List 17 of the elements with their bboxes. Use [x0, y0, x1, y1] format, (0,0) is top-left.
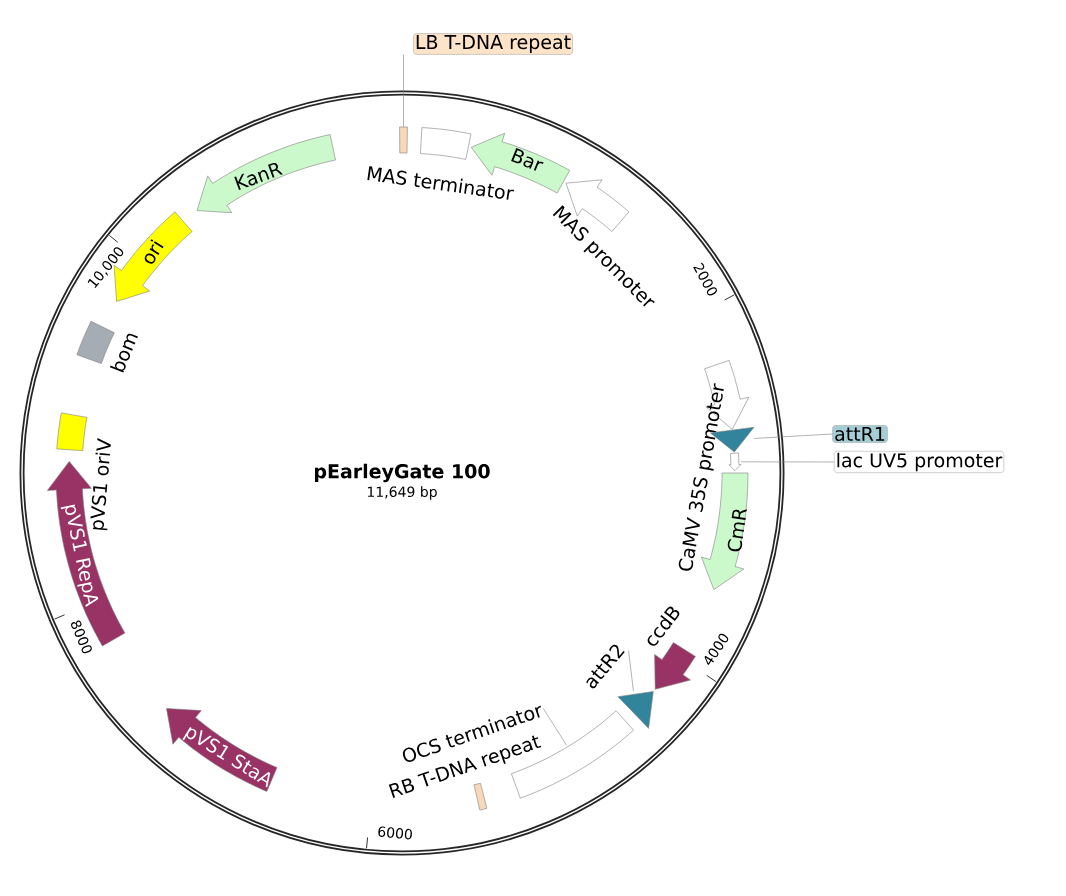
feature-box — [399, 126, 408, 154]
leader-line — [628, 650, 634, 692]
leader-line — [753, 433, 833, 439]
feature-block — [728, 452, 742, 471]
feature-box: bom — [76, 321, 138, 373]
feature-block: KanR — [196, 134, 336, 213]
plasmid-size: 11,649 bp — [367, 486, 437, 500]
leader-line — [403, 54, 404, 128]
leader-line — [740, 461, 835, 463]
label-box: LB T-DNA repeat — [413, 33, 573, 55]
plasmid-name: pEarleyGate 100 — [315, 463, 490, 483]
node-label: bom — [109, 333, 138, 373]
leader-line — [542, 708, 567, 746]
feature-block — [617, 691, 654, 729]
scale-tick: 6000 — [366, 826, 412, 849]
label-box: attR1 — [832, 425, 888, 443]
label-box: lac UV5 promoter — [834, 451, 1004, 473]
